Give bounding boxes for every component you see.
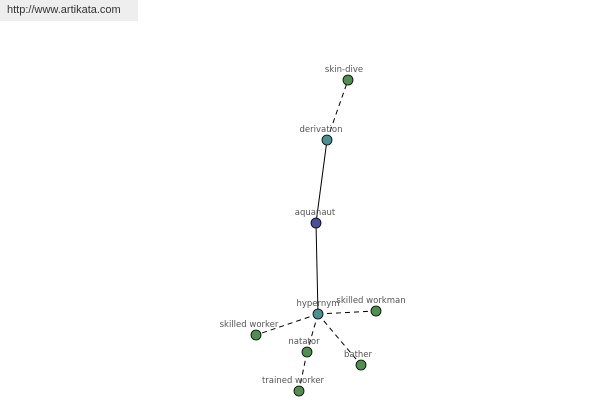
node-skilled-worker[interactable]	[250, 329, 262, 341]
node-hypernym[interactable]	[312, 308, 324, 320]
edge-hypernym-natator	[306, 313, 319, 353]
node-derivation[interactable]	[321, 134, 333, 146]
edge-derivation-skin-dive	[326, 79, 349, 141]
edge-hypernym-bather	[317, 313, 362, 366]
node-label-hypernym: hypernym	[296, 299, 339, 309]
node-skilled-workman[interactable]	[370, 305, 382, 317]
node-trained-worker[interactable]	[293, 385, 305, 397]
node-label-aquanaut: aquanaut	[295, 208, 336, 218]
node-label-skilled-workman: skilled workman	[336, 296, 405, 306]
node-skin-dive[interactable]	[342, 74, 354, 86]
edge-hypernym-skilled-workman	[317, 310, 377, 315]
edge-natator-trained-worker	[298, 351, 308, 392]
edge-aquanaut-derivation	[315, 139, 328, 224]
edge-aquanaut-hypernym	[315, 222, 319, 315]
node-label-skilled-worker: skilled worker	[220, 320, 279, 330]
node-natator[interactable]	[301, 346, 313, 358]
edge-hypernym-skilled-worker	[255, 313, 319, 336]
node-label-bather: bather	[344, 350, 373, 360]
site-url[interactable]: http://www.artikata.com	[0, 0, 138, 21]
label-layer: aquanautderivationskin-divehypernymskill…	[220, 65, 406, 386]
node-bather[interactable]	[355, 359, 367, 371]
node-label-trained-worker: trained worker	[262, 376, 325, 386]
node-aquanaut[interactable]	[310, 217, 322, 229]
node-layer	[250, 74, 382, 397]
edge-layer	[255, 79, 377, 392]
node-label-skin-dive: skin-dive	[325, 65, 363, 75]
node-label-natator: natator	[288, 337, 320, 347]
node-label-derivation: derivation	[299, 125, 342, 135]
